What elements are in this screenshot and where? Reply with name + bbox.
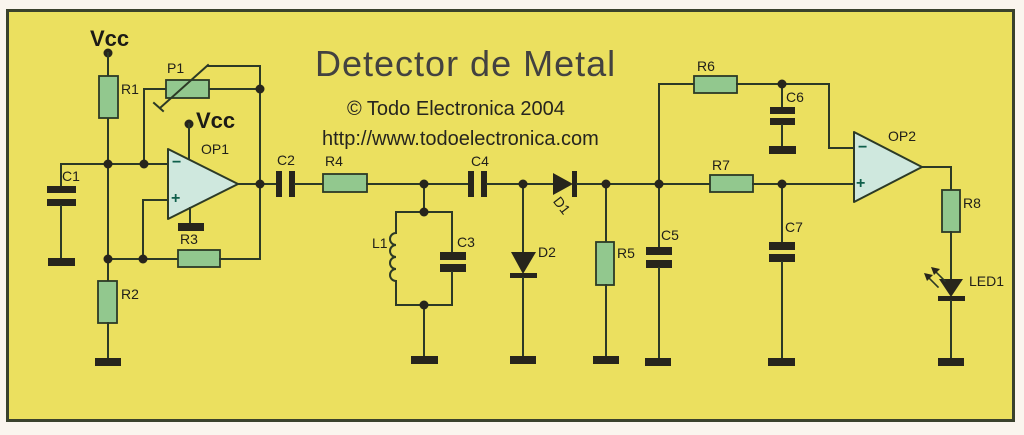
ground-bar-r2: [95, 358, 121, 366]
ground-bar-c5: [645, 358, 671, 366]
label-led1: LED1: [969, 273, 1005, 289]
op1-inverting-sign: −: [172, 154, 182, 171]
led-led1: [924, 267, 965, 366]
copyright-line: © Todo Electronica 2004: [347, 98, 565, 120]
op2-non-inverting-sign: +: [856, 175, 866, 192]
capacitor-c2: [276, 171, 324, 197]
resistor-r8: [941, 189, 961, 280]
capacitor-c1: [47, 163, 76, 266]
capacitor-c5: [645, 83, 672, 366]
vcc-rail-left: [103, 48, 113, 282]
ground-bar-c1: [48, 258, 75, 266]
page-title: Detector de Metal: [315, 43, 617, 84]
resistor-r6: [658, 75, 855, 149]
website-url: http://www.todoelectronica.com: [322, 128, 599, 150]
capacitor-c4: [468, 171, 554, 197]
op2-inverting-sign: −: [858, 139, 868, 156]
label-r8: R8: [963, 195, 981, 211]
label-r4: R4: [325, 153, 343, 169]
diode-d1: [553, 171, 711, 197]
label-d2: D2: [538, 244, 556, 260]
ground-bar-op1: [178, 223, 204, 231]
resistor-r3: [177, 249, 261, 268]
potentiometer-p1: [143, 63, 261, 165]
op1-non-inverting-sign: +: [171, 190, 181, 207]
wiper-tick: [152, 101, 165, 113]
ground-bar-r5: [593, 356, 619, 364]
junction-dots: [103, 79, 787, 310]
led-emission-arrows: [924, 267, 947, 289]
label-r6: R6: [697, 58, 715, 74]
label-l1: L1: [372, 235, 388, 251]
label-c7: C7: [785, 219, 803, 235]
resistor-r4: [322, 173, 469, 193]
resistor-r2: [95, 280, 121, 366]
label-op2: OP2: [888, 128, 917, 144]
resistor-r5: [593, 183, 619, 364]
ground-bar-tank: [411, 356, 438, 364]
ground-bar-c7: [768, 358, 795, 366]
label-op1: OP1: [201, 141, 230, 157]
label-vcc-op1: Vcc: [196, 108, 236, 133]
label-r3: R3: [180, 231, 198, 247]
ground-bar-d2: [510, 356, 536, 364]
inductor-l1: [389, 231, 398, 283]
label-c1: C1: [62, 168, 80, 184]
ground-bar-c6: [769, 146, 796, 154]
opamp-op2: [853, 131, 952, 203]
capacitor-c3: [440, 252, 466, 260]
label-c4: C4: [471, 153, 489, 169]
label-r1: R1: [121, 81, 139, 97]
resistor-r1: [98, 75, 119, 119]
label-c3: C3: [457, 234, 475, 250]
label-c5: C5: [661, 227, 679, 243]
diode-d2: [510, 183, 537, 364]
label-c2: C2: [277, 152, 295, 168]
opamp-op1: [167, 119, 239, 231]
label-r7: R7: [712, 157, 730, 173]
capacitor-c7: [768, 183, 795, 366]
label-c6: C6: [786, 89, 804, 105]
label-p1: P1: [167, 60, 185, 76]
ground-bar-led1: [938, 358, 964, 366]
label-r5: R5: [617, 245, 635, 261]
label-r2: R2: [121, 286, 139, 302]
resistor-r7: [709, 174, 855, 193]
label-vcc-top: Vcc: [90, 26, 130, 51]
